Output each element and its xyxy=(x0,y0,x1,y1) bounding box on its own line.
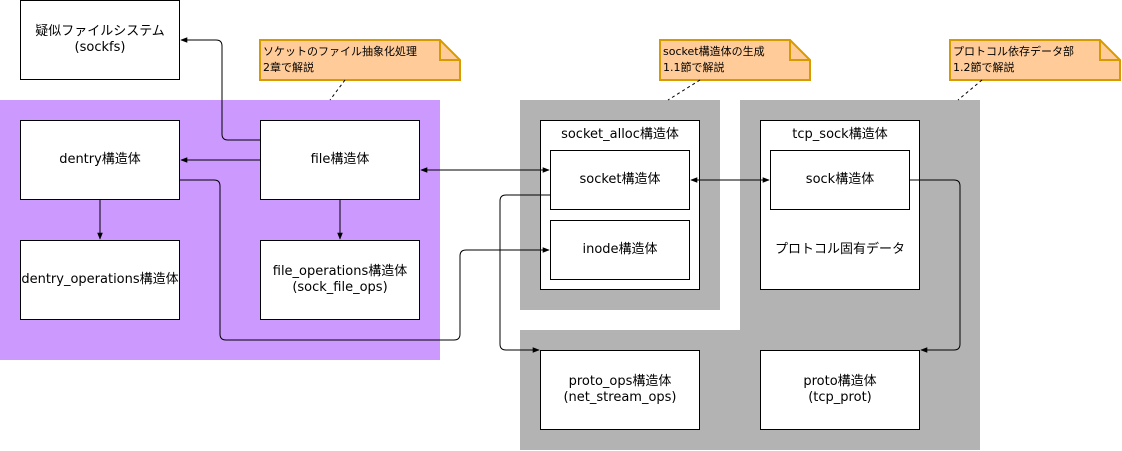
file-operations-box: file_operations構造体 (sock_file_ops) xyxy=(260,240,420,320)
note-socket-creation-text: socket構造体の生成 1.1節で解説 xyxy=(663,45,765,74)
file-box: file構造体 xyxy=(260,120,420,200)
sockfs-box: 疑似ファイルシステム (sockfs) xyxy=(20,0,180,80)
edge-socket-to-proto-ops xyxy=(499,194,550,353)
proto-ops-box: proto_ops構造体 (net_stream_ops) xyxy=(540,350,700,430)
edge-dentry-to-inode xyxy=(180,179,550,341)
inode-box: inode構造体 xyxy=(550,220,690,280)
socket-box: socket構造体 xyxy=(550,150,690,210)
note-leader-socket xyxy=(667,79,701,101)
note-file-abstraction xyxy=(259,39,461,81)
note-socket-creation xyxy=(659,39,811,81)
note-protocol-part-text: プロトコル依存データ部 1.2節で解説 xyxy=(953,45,1074,74)
note-leader-file xyxy=(329,79,346,101)
protocol-data-label: プロトコル固有データ xyxy=(774,242,905,257)
note-protocol-part xyxy=(949,39,1121,81)
dentry-operations-box: dentry_operations構造体 xyxy=(20,240,180,320)
note-leader-protocol xyxy=(957,79,983,101)
dentry-box: dentry構造体 xyxy=(20,120,180,200)
note-file-abstraction-text: ソケットのファイル抽象化処理 2章で解説 xyxy=(263,45,417,74)
edge-sock-to-proto xyxy=(910,179,961,353)
edge-file-to-sockfs xyxy=(180,37,260,141)
sock-box: sock構造体 xyxy=(770,150,910,210)
proto-box: proto構造体 (tcp_prot) xyxy=(760,350,920,430)
